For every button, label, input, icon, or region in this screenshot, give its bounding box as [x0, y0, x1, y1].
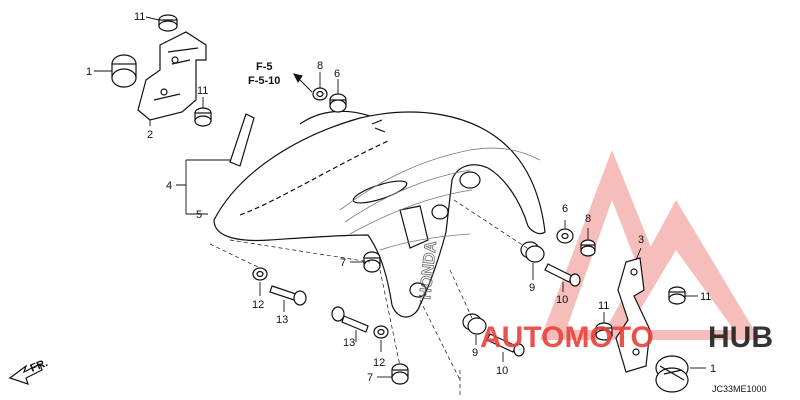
- label-2: 2: [147, 129, 153, 141]
- bolt-10-upper: [544, 263, 581, 287]
- front-direction-icon: FR.: [8, 357, 50, 385]
- pad-part: [229, 113, 255, 167]
- grommet-1-left: [111, 54, 137, 88]
- label-10-lower: 10: [496, 365, 508, 377]
- watermark-dark-text: HUB: [708, 321, 773, 354]
- label-5: 5: [196, 209, 202, 221]
- honda-wing-logo: [339, 147, 541, 251]
- collar-7-upper: [363, 251, 381, 273]
- label-1-right: 1: [710, 363, 716, 375]
- label-13-lower: 13: [343, 337, 355, 349]
- label-11-top: 11: [134, 11, 145, 23]
- label-7-lower: 7: [367, 372, 373, 384]
- ref-arrow: [293, 73, 313, 93]
- watermark-red-text: AUTOMOTO: [480, 321, 654, 354]
- washer-12-lower: [373, 325, 389, 339]
- diagram-code: JC33ME1000: [712, 384, 767, 394]
- label-4: 4: [166, 180, 172, 192]
- label-10-upper: 10: [556, 294, 568, 306]
- nut-8-right: [580, 239, 596, 257]
- leader-lines: [94, 16, 706, 378]
- nut-11-mid: [194, 107, 212, 127]
- bolt-10-lower: [486, 333, 525, 357]
- label-11-mid: 11: [197, 85, 208, 97]
- nut-11-right: [668, 286, 686, 305]
- grommet-1-right: [655, 355, 689, 393]
- label-11-lower-right: 11: [598, 300, 609, 312]
- nut-11-lower-right: [595, 322, 613, 341]
- label-6-right: 6: [562, 203, 568, 215]
- grommet-9-upper: [520, 241, 545, 263]
- left-bracket: [137, 31, 207, 121]
- label-7-upper: 7: [340, 257, 346, 269]
- label-1-left: 1: [86, 66, 92, 78]
- label-12-upper: 12: [252, 299, 264, 311]
- collar-7-lower: [391, 363, 409, 385]
- fender-brand-text: HONDA: [417, 240, 440, 301]
- washer-12-upper: [252, 267, 268, 281]
- label-11-right: 11: [700, 291, 711, 303]
- watermark-logo: [540, 150, 760, 340]
- nut-11-top: [158, 14, 178, 32]
- washer-8-top: [312, 87, 328, 101]
- front-label: FR.: [29, 357, 50, 375]
- watermark-text: AUTOMOTO HUB: [480, 321, 773, 354]
- ref-label-f5-10: F-5-10: [248, 75, 280, 87]
- front-fender: [213, 110, 546, 318]
- washer-6-right: [556, 228, 574, 244]
- bolt-13-lower: [331, 306, 369, 333]
- label-12-lower: 12: [373, 357, 385, 369]
- grommet-9-lower: [462, 313, 487, 335]
- label-8-right: 8: [585, 213, 591, 225]
- label-6-top: 6: [334, 68, 340, 80]
- bolt-13-upper: [269, 285, 307, 306]
- part-labels: 11 1 2 11 8 6 4 5 7 12 13 13 12 7 9 10 9…: [86, 11, 716, 384]
- dashed-guides: [209, 199, 531, 395]
- right-bracket: [615, 257, 651, 373]
- label-9-lower: 9: [472, 347, 478, 359]
- label-3: 3: [638, 234, 644, 246]
- label-8-top: 8: [317, 60, 323, 72]
- collar-6-top: [329, 93, 347, 113]
- label-9-upper: 9: [529, 282, 535, 294]
- label-13-upper: 13: [276, 314, 288, 326]
- ref-label-f5: F-5: [256, 61, 273, 73]
